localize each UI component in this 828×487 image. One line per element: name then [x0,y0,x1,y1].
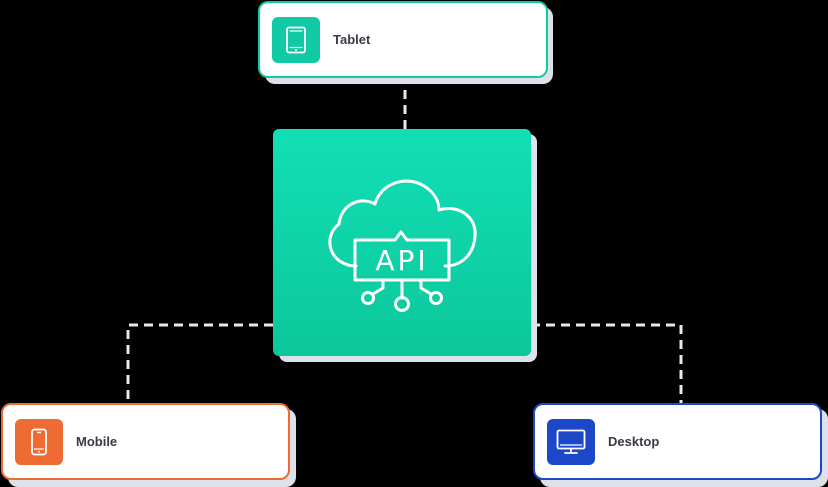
mobile-node[interactable]: Mobile [1,403,290,480]
tablet-node[interactable]: Tablet [258,1,548,78]
api-node[interactable]: API [273,129,531,356]
smartphone-icon [15,418,63,465]
monitor-icon [547,418,595,465]
api-label: API [375,244,428,277]
tablet-icon [272,16,320,63]
cloud-api-icon: API [328,179,477,312]
mobile-label: Mobile [76,434,118,449]
connector-api-desktop [531,323,683,403]
desktop-label: Desktop [608,434,660,449]
desktop-node[interactable]: Desktop [533,403,822,480]
tablet-label: Tablet [333,32,371,47]
connector-api-mobile [126,323,273,403]
